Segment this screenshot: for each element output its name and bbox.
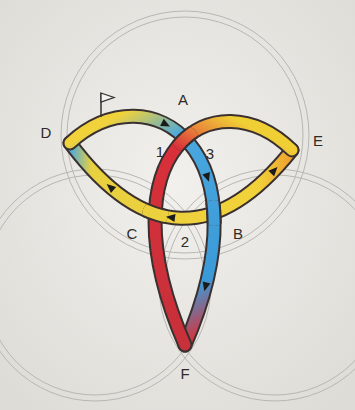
crossing-over bbox=[70, 116, 214, 345]
red-band bbox=[155, 121, 292, 345]
arrowhead bbox=[202, 172, 212, 183]
point-letter: B bbox=[233, 226, 243, 241]
point-letter: D bbox=[41, 125, 52, 140]
crossing-number: 3 bbox=[206, 146, 214, 161]
band-outline bbox=[70, 116, 214, 345]
band-outline bbox=[155, 121, 292, 345]
yellow-band bbox=[70, 143, 292, 218]
point-letter: E bbox=[313, 133, 323, 148]
pencil-circle bbox=[0, 169, 211, 401]
pencil-circle bbox=[0, 175, 205, 395]
band-outline bbox=[70, 116, 214, 345]
crossing-over bbox=[70, 143, 292, 218]
band-fill bbox=[70, 143, 292, 218]
pencil-circle bbox=[165, 175, 355, 395]
crossing-number: 2 bbox=[181, 234, 189, 249]
point-letter: A bbox=[178, 92, 188, 107]
arrowhead bbox=[200, 281, 210, 292]
band-fill bbox=[70, 116, 214, 345]
arrowhead bbox=[104, 181, 116, 193]
direction-arrows bbox=[104, 119, 280, 292]
crossing-overlays bbox=[70, 116, 292, 345]
flag-symbol bbox=[101, 93, 114, 117]
flag-cloth bbox=[101, 93, 114, 102]
blue-band bbox=[70, 116, 214, 345]
arrowhead bbox=[165, 213, 175, 222]
band-outline bbox=[70, 143, 292, 218]
crossing-over bbox=[155, 121, 292, 345]
point-letter: F bbox=[180, 366, 189, 381]
band-outline bbox=[155, 121, 292, 345]
point-letter: C bbox=[127, 226, 138, 241]
knot-bands bbox=[70, 116, 292, 345]
band-fill bbox=[155, 121, 292, 345]
arrowhead bbox=[268, 164, 280, 176]
band-outline bbox=[70, 143, 292, 218]
crossing-number: 1 bbox=[156, 144, 164, 159]
pencil-circles bbox=[0, 11, 355, 401]
arrowhead bbox=[160, 119, 172, 130]
pencil-circle bbox=[159, 169, 355, 401]
